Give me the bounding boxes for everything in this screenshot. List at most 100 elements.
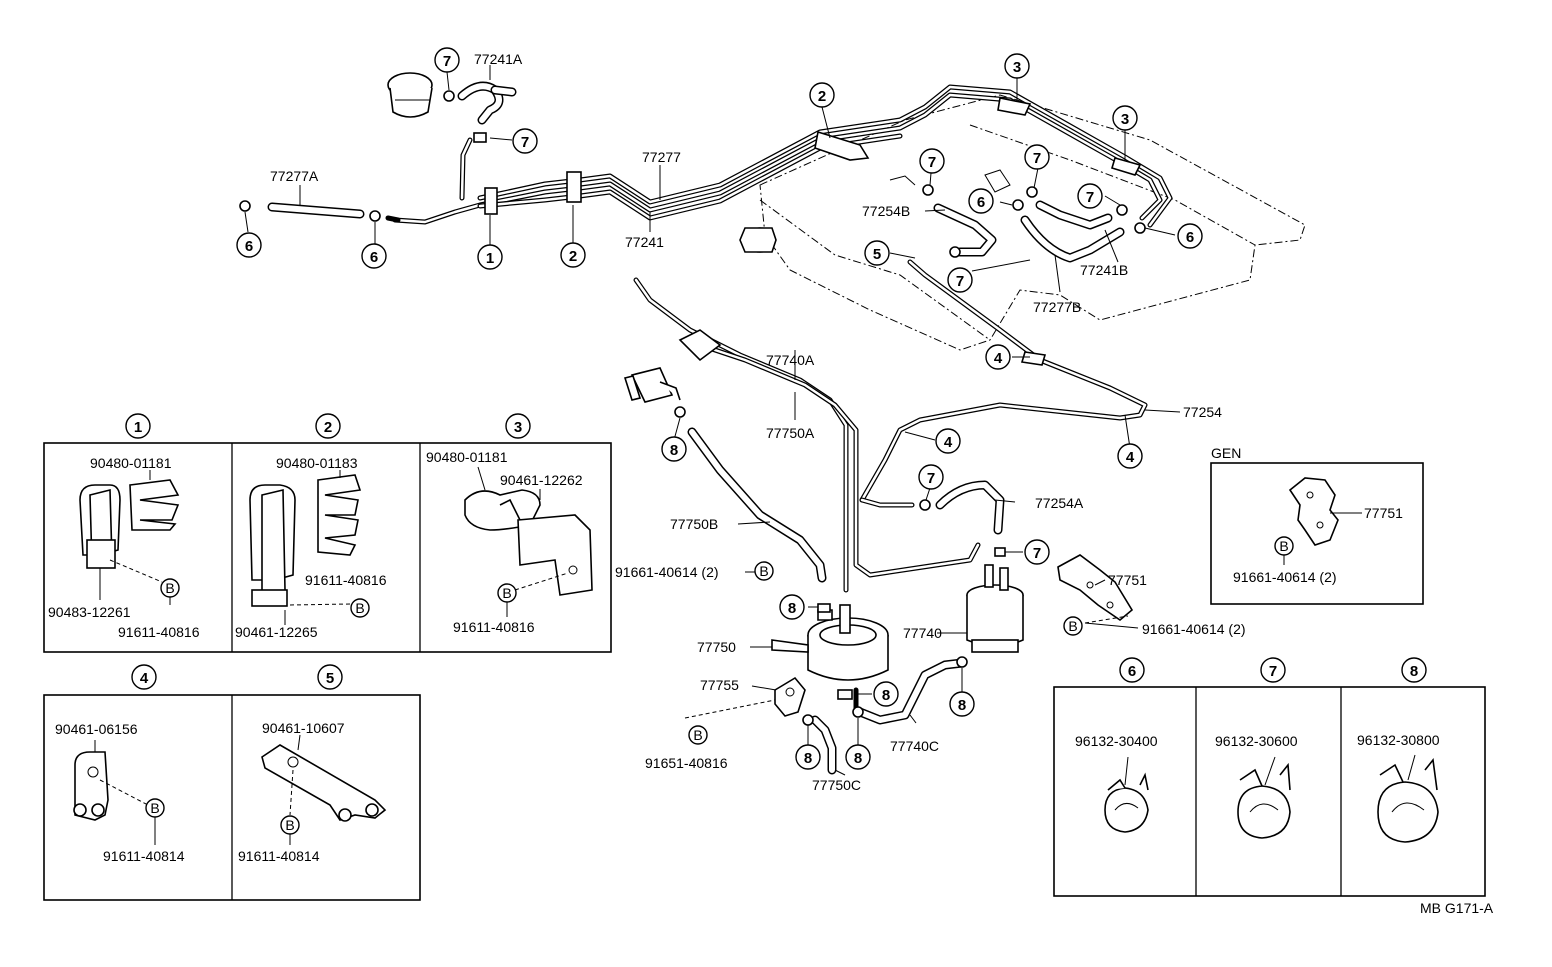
gen-label-77751: 77751 (1364, 505, 1403, 521)
callout-7: 7 (1077, 183, 1103, 209)
clamp8-part: 96132-30800 (1357, 732, 1440, 748)
callout-7: 7 (947, 267, 973, 293)
svg-text:7: 7 (928, 154, 936, 171)
label-77740C: 77740C (890, 738, 939, 754)
bracket-77755 (684, 676, 806, 719)
svg-text:7: 7 (1033, 545, 1041, 562)
clamp6-part: 96132-30400 (1075, 733, 1158, 749)
svg-text:3: 3 (1121, 111, 1129, 128)
canister-77750 (771, 604, 889, 681)
svg-text:6: 6 (1128, 663, 1136, 680)
clamp7-part: 96132-30600 (1215, 733, 1298, 749)
callout-6: 6 (361, 243, 387, 269)
svg-text:4: 4 (944, 434, 953, 451)
svg-text:7: 7 (956, 273, 964, 290)
label-77750C: 77750C (812, 777, 861, 793)
svg-text:8: 8 (788, 600, 796, 617)
callout-3: 3 (1112, 105, 1138, 131)
callout-6: 6 (968, 188, 994, 214)
gen-label-91661: 91661-40614 (2) (1233, 569, 1337, 585)
callout-6: 6 (236, 232, 262, 258)
box5-part-b: 91611-40814 (238, 848, 320, 864)
callout-3: 3 (1004, 53, 1030, 79)
svg-text:B: B (759, 563, 768, 579)
svg-text:B: B (502, 585, 511, 601)
label-77750: 77750 (697, 639, 736, 655)
svg-text:8: 8 (670, 442, 678, 459)
svg-text:B: B (355, 600, 364, 616)
svg-text:B: B (165, 580, 174, 596)
label-91651: 91651-40816 (645, 755, 728, 771)
callout-8: 8 (873, 681, 899, 707)
label-77277B: 77277B (1033, 299, 1081, 315)
label-77277: 77277 (642, 149, 681, 165)
inline-filter (623, 367, 681, 403)
svg-text:7: 7 (1086, 189, 1094, 206)
box1-part-b: 90483-12261 (48, 604, 131, 620)
leader-lines (244, 65, 1181, 776)
callout-1: 1 (477, 244, 503, 270)
svg-text:8: 8 (854, 750, 862, 767)
detail-panel-top: 1 2 3 B 90480-01181 90483-12261 91611-40… (43, 413, 612, 653)
svg-text:1: 1 (486, 250, 494, 267)
svg-text:5: 5 (873, 246, 881, 263)
figure-code: MB G171-A (1420, 900, 1494, 916)
fuel-tank (739, 94, 1306, 351)
box2-part-a: 90480-01183 (276, 455, 358, 471)
box1-part-a: 90480-01181 (90, 455, 172, 471)
hose-77241A (457, 81, 517, 125)
filler-neck (387, 72, 433, 118)
box2-part-c: 90461-12265 (235, 624, 318, 640)
svg-text:6: 6 (977, 194, 985, 211)
callout-2: 2 (809, 82, 835, 108)
svg-text:1: 1 (134, 419, 142, 436)
callout-7: 7 (434, 47, 460, 73)
callout-7: 7 (1024, 539, 1050, 565)
svg-text:2: 2 (324, 419, 332, 436)
hose-clamps (239, 90, 1146, 726)
label-77751: 77751 (1108, 572, 1147, 588)
gen-panel: GEN B 77751 91661-40614 (2) (1210, 445, 1424, 605)
svg-text:2: 2 (569, 248, 577, 265)
box4-part-a: 90461-06156 (55, 721, 138, 737)
hose-77750B (687, 427, 827, 583)
label-91661-a: 91661-40614 (2) (615, 564, 719, 580)
svg-text:6: 6 (245, 238, 253, 255)
svg-text:7: 7 (521, 134, 529, 151)
callout-7: 7 (1024, 144, 1050, 170)
svg-text:7: 7 (443, 53, 451, 70)
label-77277A: 77277A (270, 168, 319, 184)
hoses-lower (810, 658, 967, 775)
detail-5-header: 5 (317, 664, 343, 690)
svg-text:3: 3 (514, 419, 522, 436)
svg-text:8: 8 (804, 750, 812, 767)
callout-4: 4 (1117, 443, 1143, 469)
label-77254: 77254 (1183, 404, 1222, 420)
callout-4: 4 (935, 428, 961, 454)
box3-part-c: 91611-40816 (453, 619, 535, 635)
bracket-77751-main (1057, 554, 1134, 624)
gen-title: GEN (1211, 445, 1241, 461)
box3-part-b: 90461-12262 (500, 472, 583, 488)
callout-circles: 7 7 7 7 7 7 7 7 6 6 6 6 1 2 2 3 3 5 4 4 … (236, 47, 1203, 770)
pipe-clamps (484, 97, 1142, 215)
svg-text:B: B (693, 727, 702, 743)
callout-8: 8 (779, 594, 805, 620)
svg-text:8: 8 (958, 697, 966, 714)
callout-2: 2 (560, 242, 586, 268)
bolt-marker: B (688, 725, 708, 745)
label-77254A: 77254A (1035, 495, 1084, 511)
pipes-77740A-77750A (633, 277, 981, 593)
hose-77254A (935, 480, 1005, 535)
box3-part-a: 90480-01181 (426, 449, 508, 465)
svg-text:B: B (1279, 538, 1288, 554)
detail-panel-bottom: 4 5 B 90461-06156 91611-40814 B 90461-10… (43, 664, 421, 901)
label-77750B: 77750B (670, 516, 718, 532)
pipe-77254 (859, 259, 1148, 508)
label-77755: 77755 (700, 677, 739, 693)
hose-77277A (267, 202, 401, 223)
label-77241B: 77241B (1080, 262, 1128, 278)
label-77750A: 77750A (766, 425, 815, 441)
part-labels: 77241A 77277 77277A 77241 77254B 77241B … (270, 51, 1246, 793)
